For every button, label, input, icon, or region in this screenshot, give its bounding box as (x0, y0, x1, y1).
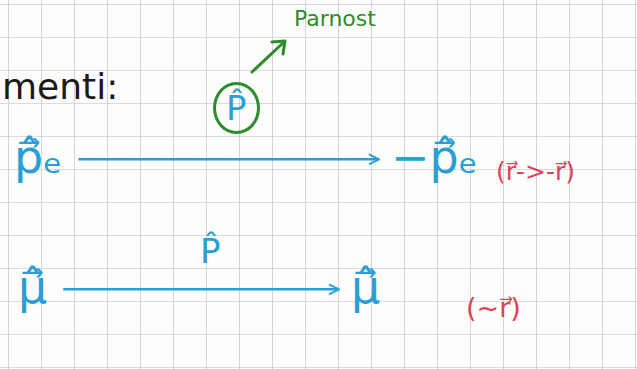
transform-note: (r⃗->-r⃗) (496, 158, 575, 187)
vector-symbol: −p⃗̂ₑ (391, 130, 478, 184)
vector-term: μ⃗̂ (12, 258, 53, 317)
vector-symbol: μ⃗̂ (351, 260, 380, 314)
vector-term: −p⃗̂ₑ (385, 128, 484, 187)
mapping-arrow (78, 158, 379, 161)
operator-label: P̂ (213, 82, 260, 134)
transform-note: (~r⃗) (466, 292, 521, 323)
vector-symbol: μ⃗̂ (18, 260, 47, 314)
vector-term: p⃗̂ₑ (8, 128, 68, 187)
operator-label: P̂ (196, 232, 225, 270)
callout-note: Parnost (294, 6, 376, 31)
vector-symbol: p⃗̂ₑ (14, 130, 62, 184)
mapping-arrow (63, 288, 339, 291)
vector-term: μ⃗̂ (345, 258, 386, 317)
heading-note: menti: (2, 66, 118, 107)
